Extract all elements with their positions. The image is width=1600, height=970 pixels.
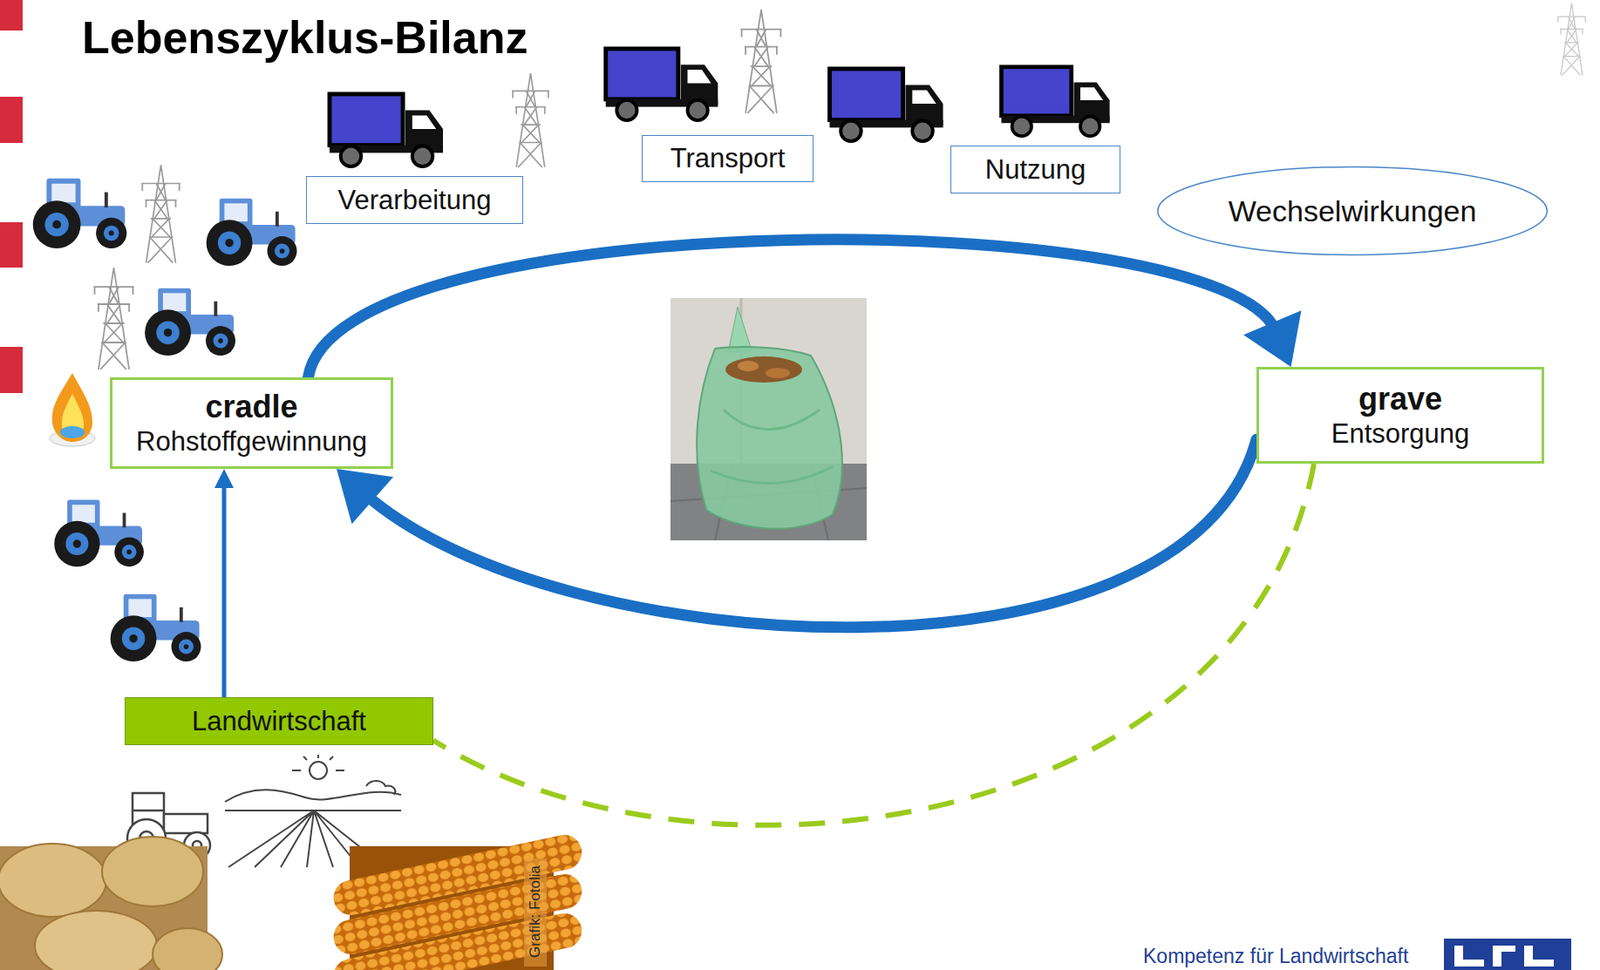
node-label: Landwirtschaft — [191, 705, 367, 739]
side-bar — [0, 222, 23, 268]
node-label: Transport — [670, 142, 786, 176]
arrow-head — [214, 469, 234, 489]
node-content: graveEntsorgung — [1331, 381, 1471, 451]
source-box: Landwirtschaft — [124, 697, 434, 746]
node-sublabel: Entsorgung — [1331, 417, 1471, 451]
stage-box: graveEntsorgung — [1256, 367, 1545, 464]
node-content: Wechselwirkungen — [1228, 193, 1478, 229]
arrow-head — [336, 469, 394, 525]
footer-logo-text: Kompetenz für Landwirtschaft — [1143, 945, 1409, 968]
lineart-hills — [224, 789, 402, 803]
node-content: Landwirtschaft — [191, 705, 367, 739]
cycle-connector — [336, 439, 1257, 628]
lineart-cloud — [366, 781, 395, 796]
bag-peel — [765, 367, 790, 379]
truck-icon — [829, 68, 943, 142]
node-content: cradleRohstoffgewinnung — [136, 388, 368, 459]
tractor-icon — [54, 500, 144, 568]
node-label: Nutzung — [985, 153, 1086, 187]
credit-ground — [524, 858, 547, 967]
node-label: Verarbeitung — [338, 183, 492, 218]
tractor-icon — [33, 178, 128, 249]
truck-icon — [1000, 67, 1110, 137]
flame-outer — [52, 373, 93, 443]
node-sublabel: Rohstoffgewinnung — [136, 425, 368, 459]
power-pylon — [141, 164, 181, 263]
node-label: Wechselwirkungen — [1228, 193, 1478, 229]
tractor-icon — [144, 288, 236, 356]
image-credit: Grafik: Fotolia — [526, 865, 545, 959]
connector-line — [433, 463, 1315, 826]
diagram-title: Lebenszyklus-Bilanz — [81, 10, 528, 65]
truck-icon — [329, 94, 443, 167]
side-bar — [0, 347, 23, 394]
node-content: Verarbeitung — [338, 183, 492, 218]
potatoes-photo — [0, 837, 223, 970]
bag-peels — [725, 356, 803, 383]
cycle-connector — [308, 239, 1302, 378]
lineart-rays — [292, 755, 345, 771]
connector-line — [365, 439, 1257, 628]
waste-bag-photo — [670, 298, 867, 541]
power-pylon — [93, 267, 134, 370]
tractor-icon — [110, 594, 202, 662]
power-pylon — [740, 9, 782, 114]
stage-box: cradleRohstoffgewinnung — [109, 377, 394, 470]
ellipse-shape — [1157, 166, 1548, 255]
gas-flame-icon — [49, 373, 96, 447]
note-ellipse: Wechselwirkungen — [1156, 165, 1549, 257]
corn-cob — [330, 910, 586, 970]
side-bar — [0, 96, 23, 143]
lineart-line — [132, 810, 164, 813]
bag-body — [696, 347, 843, 530]
connector-line — [221, 483, 226, 698]
logo-mark — [1443, 939, 1572, 970]
lineart-hood — [163, 814, 208, 834]
logo-square — [1443, 939, 1572, 970]
lineart-sun — [309, 762, 327, 780]
potato — [34, 911, 157, 970]
flame-blue — [60, 426, 85, 439]
node-label: grave — [1358, 381, 1443, 418]
node-label: cradle — [204, 388, 298, 426]
tractor-icon — [206, 198, 298, 266]
power-pylon — [511, 73, 550, 168]
potato — [102, 837, 204, 907]
power-pylon — [1557, 3, 1587, 76]
logo-bar — [1454, 960, 1485, 967]
bag-peel — [737, 360, 759, 372]
connector-line — [308, 239, 1277, 378]
bag-folds — [710, 409, 833, 484]
logo-bar — [1524, 960, 1554, 967]
process-box: Verarbeitung — [306, 176, 524, 225]
logo-bar — [1492, 946, 1516, 953]
potato — [152, 928, 223, 970]
cycle-connector — [433, 463, 1315, 826]
cycle-connector — [214, 469, 234, 698]
node-content: Nutzung — [985, 153, 1086, 187]
potato — [0, 844, 107, 918]
corn-photo — [330, 831, 586, 970]
side-bars — [0, 0, 23, 394]
node-content: Transport — [670, 142, 786, 176]
arrow-head — [1243, 310, 1301, 368]
truck-icon — [605, 48, 719, 121]
process-box: Nutzung — [950, 145, 1121, 194]
side-bar — [0, 0, 23, 31]
process-box: Transport — [641, 135, 814, 183]
